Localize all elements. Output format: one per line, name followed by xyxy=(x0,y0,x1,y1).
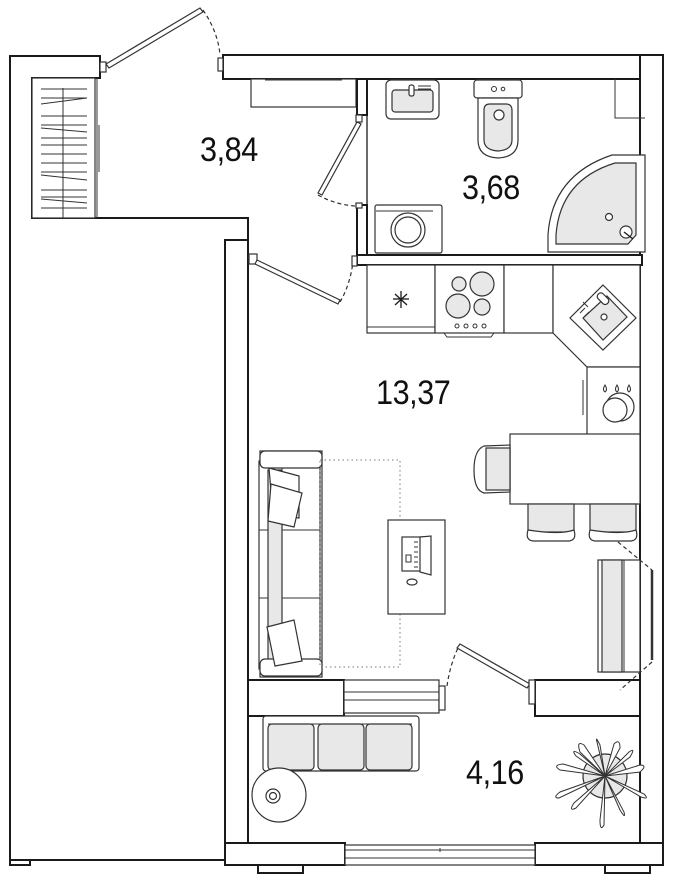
living-room-door xyxy=(248,253,358,305)
wardrobe-hallway xyxy=(31,77,100,219)
sofa xyxy=(258,450,323,678)
round-table xyxy=(251,767,307,823)
chair xyxy=(588,503,638,542)
toilet xyxy=(473,79,523,159)
balcony-window xyxy=(344,844,536,866)
laptop-icon xyxy=(401,535,432,586)
wardrobe-living xyxy=(597,541,654,691)
bathroom-door xyxy=(317,114,363,209)
balcony-door xyxy=(343,643,536,714)
shoe-shelf xyxy=(250,78,357,108)
area-label-hallway: 3,84 xyxy=(200,131,258,169)
area-label-living-kitchen: 13,37 xyxy=(376,374,451,412)
plant-icon xyxy=(555,738,647,829)
area-label-balcony: 4,16 xyxy=(466,754,524,792)
chair xyxy=(473,444,511,494)
entrance-door xyxy=(99,7,224,73)
washbasin xyxy=(385,79,440,120)
area-label-bathroom: 3,68 xyxy=(462,169,520,207)
balcony-bench xyxy=(262,715,420,772)
kitchen-counter xyxy=(366,264,641,436)
kitchen-sink xyxy=(569,284,637,351)
outer-walls xyxy=(9,54,664,874)
washing-machine xyxy=(374,204,443,254)
chair xyxy=(526,503,576,542)
corner-shower xyxy=(547,79,646,253)
coffee-table xyxy=(387,519,446,615)
dining-table xyxy=(473,433,641,542)
